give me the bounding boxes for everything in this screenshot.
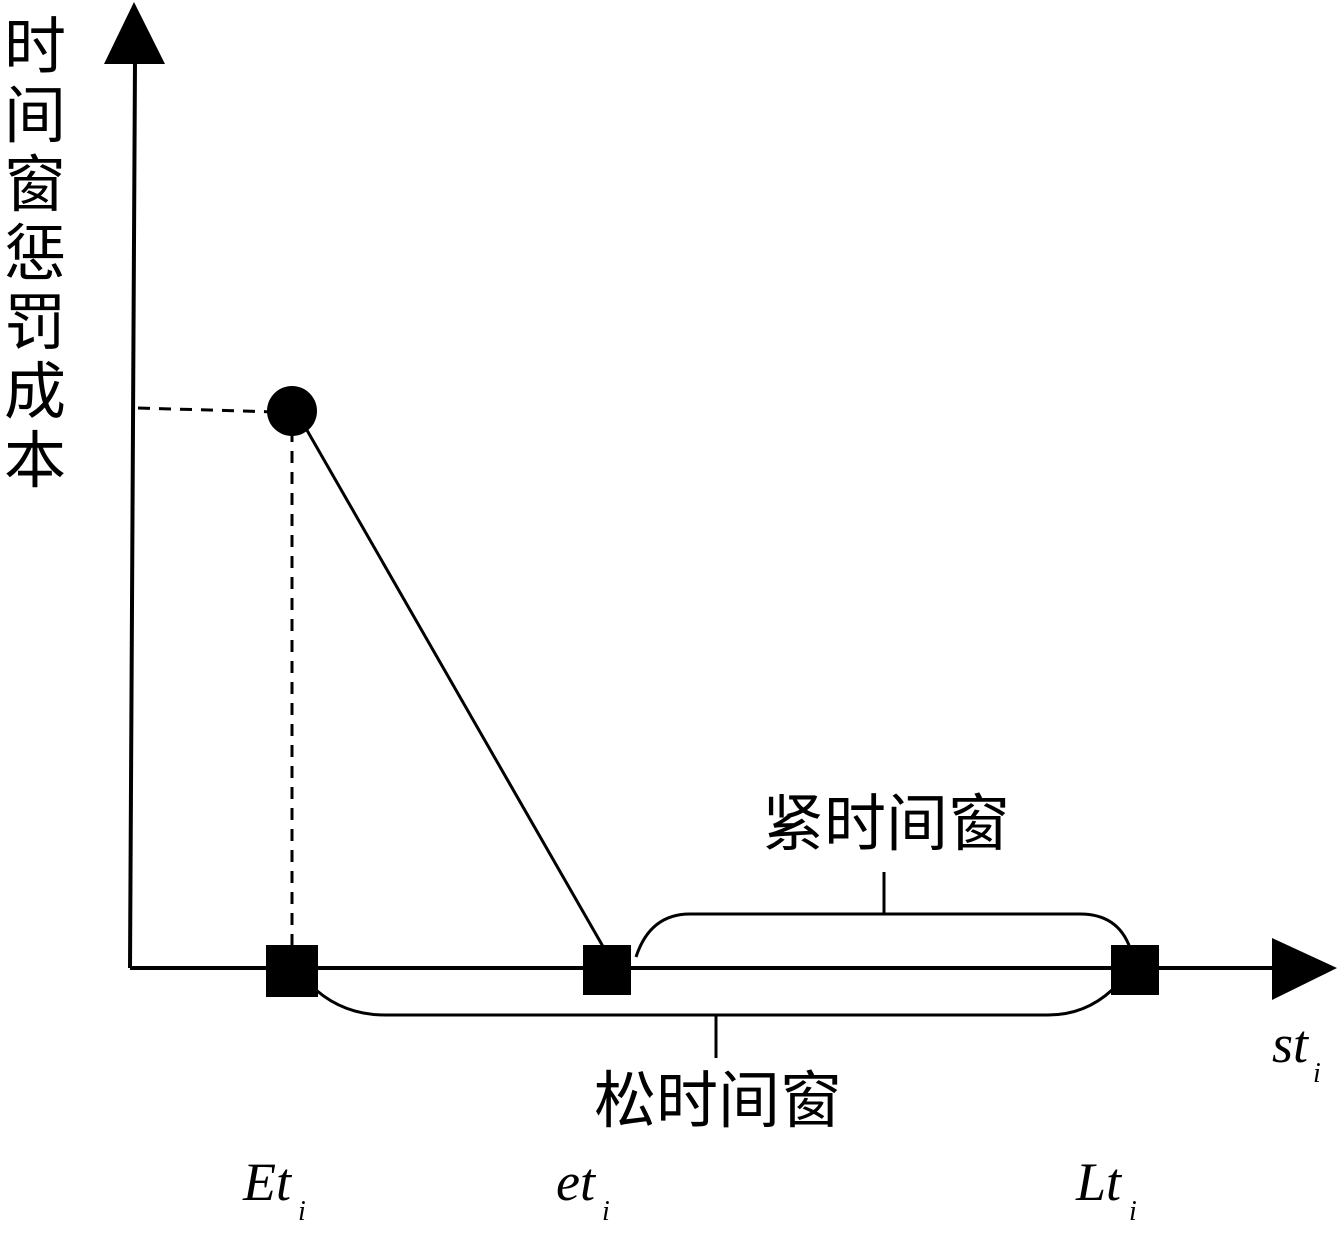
lt-marker (1111, 945, 1159, 995)
horizontal-dashed-guide (137, 406, 279, 414)
tight-window-label: 紧时间窗 (762, 787, 1010, 860)
x-axis-label-main: st (1272, 1014, 1310, 1074)
et-label-sub: i (602, 1196, 610, 1227)
y-axis-label-char: 间 (4, 79, 66, 152)
tight-window-brace (634, 912, 1132, 958)
Lt-label-main: Lt (1075, 1152, 1123, 1212)
peak-penalty-point (267, 386, 317, 436)
x-axis-arrowhead (1272, 938, 1337, 1000)
y-axis-label-char: 罚 (4, 286, 66, 359)
loose-window-brace (315, 988, 1114, 1017)
Et-label-main: Et (242, 1152, 293, 1212)
et-label-main: et (556, 1152, 597, 1212)
y-axis-label: 时 间 窗 惩 罚 成 本 (4, 10, 86, 497)
y-axis-arrowhead (104, 2, 165, 64)
y-axis-label-char: 窗 (4, 148, 66, 221)
y-axis (128, 59, 137, 969)
y-axis-label-char: 惩 (4, 217, 66, 290)
y-axis-label-char: 时 (4, 10, 66, 83)
Lt-label: Lt i (1075, 1152, 1137, 1227)
x-axis-label: st i (1272, 1014, 1321, 1089)
x-axis-label-sub: i (1313, 1058, 1321, 1089)
Lt-label-sub: i (1129, 1196, 1137, 1227)
et-lower-marker (583, 945, 631, 995)
Et-label-sub: i (298, 1196, 306, 1227)
et-upper-marker (266, 945, 318, 997)
y-axis-label-char: 成 (4, 355, 66, 428)
loose-window-label: 松时间窗 (594, 1064, 842, 1137)
et-label: et i (556, 1152, 610, 1227)
Et-label: Et i (242, 1152, 306, 1227)
y-axis-label-char: 本 (4, 424, 66, 497)
penalty-line (302, 424, 607, 951)
